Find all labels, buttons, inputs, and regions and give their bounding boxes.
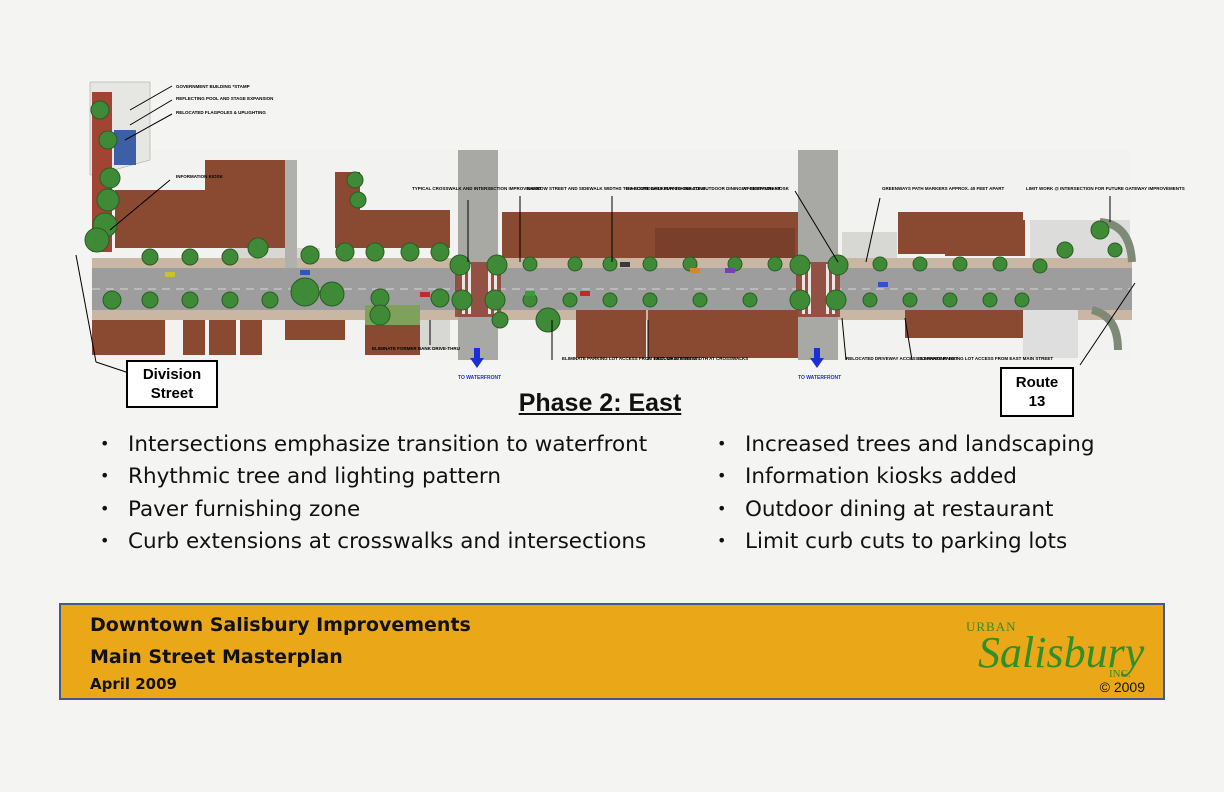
- footer-subtitle: Main Street Masterplan: [90, 646, 343, 668]
- label-flagpoles: RELOCATED FLAGPOLES & UPLIGHTING: [176, 110, 266, 115]
- route-13-callout: Route 13: [1000, 367, 1074, 417]
- bullet-item: •Intersections emphasize transition to w…: [100, 432, 648, 457]
- label-info-kiosk-left: INFORMATION KIOSK: [176, 174, 224, 179]
- label-reflecting-pool: REFLECTING POOL AND STAGE EXPANSION: [176, 96, 273, 101]
- logo-urban-text: URBAN: [966, 619, 1017, 634]
- label-government-building: GOVERNMENT BUILDING *STAMP: [176, 84, 250, 89]
- label-to-waterfront-1: TO WATERFRONT: [458, 375, 501, 381]
- label-reroute-walkway: RE-ROUTE WALKWAY TO CREATE OUTDOOR DININ…: [626, 186, 781, 191]
- label-eliminate-parking-2: ELIMINATE PARKING LOT ACCESS FROM EAST M…: [918, 356, 1053, 361]
- bullet-item: •Increased trees and landscaping: [717, 432, 1095, 457]
- footer-date: April 2009: [90, 675, 177, 693]
- phase-title: Phase 2: East: [518, 389, 682, 417]
- label-relocate-driveway: RELOCATED DRIVEWAY ACCESS TO PARKING LOT: [846, 356, 958, 361]
- logo-inc-text: INC.: [1109, 668, 1131, 680]
- bullet-item: •Paver furnishing zone: [100, 496, 361, 522]
- urban-salisbury-logo: URBAN Salisbury INC.: [966, 619, 1145, 680]
- logo-salisbury-text: Salisbury: [978, 628, 1145, 677]
- bullet-item: •Curb extensions at crosswalks and inter…: [100, 528, 647, 554]
- label-info-kiosk-right: INFORMATION KIOSK: [742, 186, 790, 191]
- label-typical-crosswalk: TYPICAL CROSSWALK AND INTERSECTION IMPRO…: [412, 186, 542, 191]
- copyright: © 2009: [1099, 679, 1145, 695]
- bullet-item: •Outdoor dining at restaurant: [717, 496, 1054, 522]
- bullet-item: •Information kiosks added: [717, 464, 1017, 490]
- bullet-list-right: •Increased trees and landscaping •Inform…: [717, 428, 1095, 557]
- division-street-callout: Division Street: [126, 360, 218, 408]
- footer-banner: Downtown Salisbury Improvements Main Str…: [59, 603, 1165, 700]
- label-eliminate-bank: ELIMINATE FORMER BANK DRIVE-THRU: [372, 346, 460, 351]
- label-to-waterfront-2: TO WATERFRONT: [798, 375, 841, 381]
- label-greenway: GREENWAYS PATH MARKERS APPROX. 40 FEET A…: [882, 186, 1005, 191]
- bullet-list-left: •Intersections emphasize transition to w…: [100, 428, 647, 557]
- site-plan-drawing: GOVERNMENT BUILDING *STAMP REFLECTING PO…: [75, 81, 1185, 381]
- label-reduce-street: REDUCE STREET WIDTH AT CROSSWALKS: [654, 356, 748, 361]
- bullet-item: •Rhythmic tree and lighting pattern: [100, 464, 502, 490]
- bullet-item: •Limit curb cuts to parking lots: [717, 528, 1068, 554]
- label-narrow-street: NARROW STREET AND SIDEWALK WIDTHS TO ACC…: [527, 186, 706, 191]
- label-eliminate-parking-1: ELIMINATE PARKING LOT ACCESS FROM EAST M…: [562, 356, 697, 361]
- footer-title: Downtown Salisbury Improvements: [90, 614, 471, 636]
- label-limit-work: LIMIT WORK @ INTERSECTION FOR FUTURE GAT…: [1026, 186, 1185, 191]
